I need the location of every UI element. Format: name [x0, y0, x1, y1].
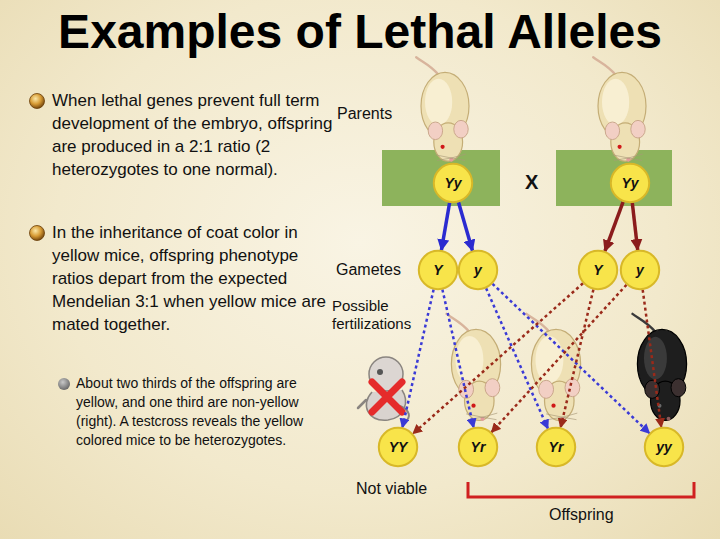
- circle-fill: [611, 164, 649, 202]
- allele-circle: Yy: [433, 163, 473, 203]
- fertilization-arrow: [442, 290, 473, 428]
- circle-fill: [645, 428, 683, 466]
- allele-label: YY: [389, 439, 408, 455]
- gamete-arrow: [459, 202, 473, 251]
- label-text: In the inheritance of coat color in yell…: [52, 223, 326, 334]
- allele-label: yy: [656, 439, 672, 455]
- allele-label: Yr: [549, 439, 564, 455]
- allele-text: Y: [433, 262, 442, 278]
- allele-text: Yr: [471, 439, 486, 455]
- allele-text: y: [474, 262, 482, 278]
- yellow-mouse: [446, 314, 500, 421]
- allele-label: Yy: [444, 175, 461, 191]
- circle-fill: [459, 251, 497, 289]
- sub-bullet-text: About two thirds of the offspring are ye…: [76, 374, 326, 450]
- allele-circle: Yr: [458, 427, 498, 467]
- allele-circle: yy: [644, 427, 684, 467]
- bullet-text: When lethal genes prevent full term deve…: [52, 89, 334, 181]
- allele-label: Yr: [471, 439, 486, 455]
- allele-text: Y: [593, 262, 602, 278]
- fertilization-arrow: [413, 283, 583, 433]
- allele-text: Yr: [549, 439, 564, 455]
- row-label: Possible fertilizations: [332, 297, 432, 333]
- circle-fill: [459, 428, 497, 466]
- allele-circle: Yr: [536, 427, 576, 467]
- label-text: Gametes: [336, 261, 401, 278]
- label-text: When lethal genes prevent full term deve…: [52, 91, 332, 179]
- gamete-arrow: [441, 203, 449, 251]
- offspring-bracket: [468, 482, 694, 497]
- parent-box: [556, 150, 672, 206]
- label-text: Possible fertilizations: [332, 297, 411, 332]
- yellow-mouse: [526, 314, 580, 421]
- circle-fill: [621, 251, 659, 289]
- allele-text: yy: [656, 439, 672, 455]
- allele-circle: y: [620, 250, 660, 290]
- offspring-note: Not viable: [356, 479, 427, 499]
- fertilization-arrow: [643, 290, 662, 427]
- bullet-icon: [30, 226, 45, 241]
- fertilization-arrow: [492, 285, 627, 432]
- gamete-arrow: [605, 202, 623, 251]
- allele-label: Y: [593, 262, 602, 278]
- circle-fill: [419, 251, 457, 289]
- allele-circle: Yy: [610, 163, 650, 203]
- label-text: About two thirds of the offspring are ye…: [76, 375, 303, 448]
- label-text: X: [525, 171, 538, 193]
- fertilization-arrow: [493, 284, 650, 433]
- fertilization-arrow: [561, 290, 594, 428]
- black-mouse: [632, 314, 686, 421]
- allele-circle: Y: [578, 250, 618, 290]
- fertilization-arrow: [402, 290, 433, 428]
- allele-label: y: [636, 262, 644, 278]
- label-text: Offspring: [549, 506, 614, 523]
- slide-title: Examples of Lethal Alleles: [0, 4, 720, 60]
- title-text: Examples of Lethal Alleles: [58, 5, 662, 58]
- bullet-text: In the inheritance of coat color in yell…: [52, 221, 334, 336]
- circle-fill: [434, 164, 472, 202]
- allele-label: Yy: [621, 175, 638, 191]
- lethal-cross: [372, 382, 402, 412]
- bullet-icon: [30, 94, 45, 109]
- label-text: Parents: [337, 105, 392, 122]
- row-label: Parents: [337, 104, 392, 124]
- allele-text: y: [636, 262, 644, 278]
- circle-fill: [537, 428, 575, 466]
- allele-text: Yy: [621, 175, 638, 191]
- allele-circle: y: [458, 250, 498, 290]
- allele-circle: Y: [418, 250, 458, 290]
- embryo: [358, 357, 409, 422]
- yellow-mouse: [416, 57, 469, 161]
- gamete-arrow: [632, 203, 637, 250]
- circle-fill: [579, 251, 617, 289]
- cross-sign: X: [525, 170, 538, 194]
- allele-text: Yy: [444, 175, 461, 191]
- yellow-mouse: [593, 57, 646, 161]
- allele-circle: YY: [378, 427, 418, 467]
- bracket-label: Offspring: [549, 505, 614, 525]
- sub-bullet-icon: [58, 378, 70, 390]
- allele-text: YY: [389, 439, 408, 455]
- allele-label: y: [474, 262, 482, 278]
- fertilization-arrow: [486, 288, 548, 428]
- label-text: Not viable: [356, 480, 427, 497]
- circle-fill: [379, 428, 417, 466]
- allele-label: Y: [433, 262, 442, 278]
- row-label: Gametes: [336, 260, 401, 280]
